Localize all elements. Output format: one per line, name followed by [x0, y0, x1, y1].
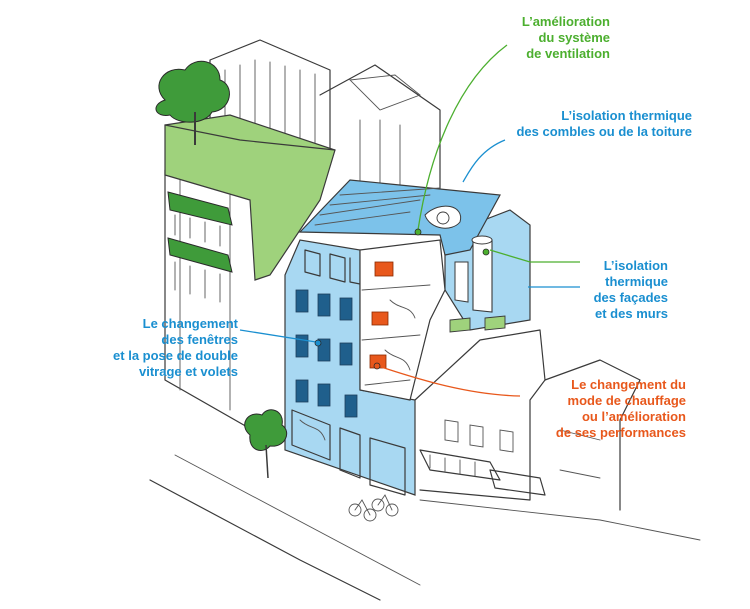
label-line: vitrage et volets [139, 364, 238, 379]
label-roof-insulation: L’isolation thermique des combles ou de … [470, 108, 692, 140]
roof-tree [155, 60, 230, 145]
label-heating: Le changement du mode de chauffage ou l’… [490, 377, 686, 441]
label-windows: Le changement des fenêtres et la pose de… [60, 316, 238, 380]
label-line: des fenêtres [161, 332, 238, 347]
bicycles [348, 494, 399, 522]
label-line: L’isolation [603, 258, 668, 273]
label-line: L’isolation thermique [561, 108, 692, 123]
label-line: et des murs [595, 306, 668, 321]
label-line: Le changement du [571, 377, 686, 392]
chimneys [454, 235, 493, 313]
label-line: Le changement [142, 316, 238, 331]
street-tree [244, 409, 288, 479]
label-line: des combles ou de la toiture [516, 124, 692, 139]
label-line: des façades [593, 290, 668, 305]
label-line: de ses performances [555, 425, 686, 440]
label-line: ou l’amélioration [581, 409, 686, 424]
label-ventilation: L’amélioration du système de ventilation [470, 14, 610, 62]
street [149, 454, 701, 601]
right-building [414, 315, 641, 511]
callout-lines [239, 44, 580, 397]
green-roof [164, 114, 336, 303]
label-line: L’amélioration [521, 14, 610, 29]
main-roof [298, 179, 501, 256]
heating-radiators [369, 261, 394, 369]
label-line: thermique [605, 274, 668, 289]
label-line: du système [538, 30, 610, 45]
label-line: et la pose de double [113, 348, 238, 363]
label-wall-insulation: L’isolation thermique des façades et des… [560, 258, 668, 322]
label-line: de ventilation [526, 46, 610, 61]
label-line: mode de chauffage [567, 393, 686, 408]
